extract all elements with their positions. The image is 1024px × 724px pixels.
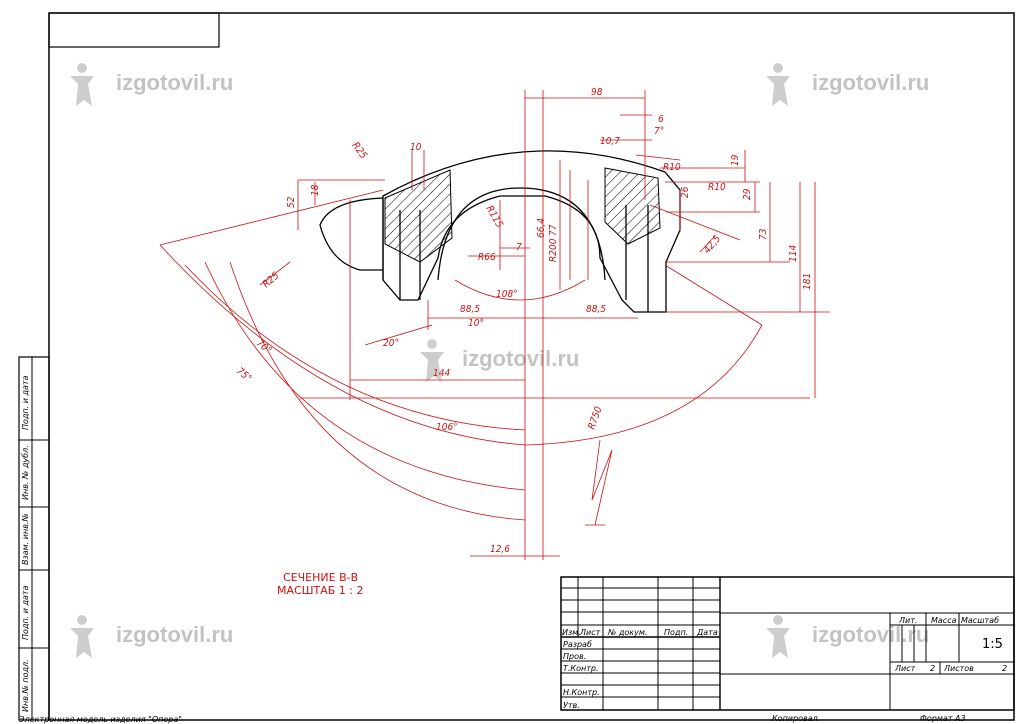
dim-r10b: R10 [708, 182, 726, 193]
dim-r750: R750 [586, 405, 604, 431]
hdr-list: Лист [579, 628, 601, 637]
dim-75deg: 75° [234, 366, 253, 385]
dim-r115: R115 [483, 204, 504, 230]
dimension-lines [159, 90, 830, 560]
side-label-4: Подп. и дата [21, 585, 30, 640]
arc-r750 [159, 244, 763, 446]
right-hatched-region [604, 167, 661, 245]
side-label-3: Взам. инв.№ [21, 513, 30, 565]
dim-r25b: R25 [261, 270, 282, 290]
dim-18: 18 [310, 184, 321, 196]
side-label-2: Инв. № дубл. [21, 445, 30, 500]
watermark-logo-icon [766, 63, 790, 106]
dim-106deg: 106° [436, 422, 458, 433]
hdr-masshtab: Масштаб [961, 616, 999, 625]
dim-r25a: R25 [350, 140, 369, 161]
dim-7: 7 [516, 242, 522, 253]
watermark-logo-icon [70, 63, 94, 106]
watermark-text: izgotovil.ru [812, 70, 929, 95]
dim-10deg: 10° [468, 318, 484, 329]
title-block-text: Изм. Лист № докум. Подп. Дата Разраб Про… [562, 616, 1007, 710]
hdr-podp: Подп. [664, 628, 688, 637]
scale-label: МАСШТАБ 1 : 2 [277, 584, 363, 597]
scale-value: 1:5 [982, 637, 1003, 652]
arc-75 [204, 261, 526, 491]
dim-26: 26 [680, 186, 691, 198]
arc-108 [454, 279, 586, 301]
dim-42-5: 42,5 [702, 233, 723, 256]
dim-88-5b: 88,5 [586, 304, 606, 315]
dim-20deg: 20° [383, 338, 399, 349]
footer-copied: Копировал [772, 714, 818, 723]
dim-88-5a: 88,5 [460, 304, 480, 315]
dim-77: 77 [548, 224, 559, 236]
dim-10: 10 [410, 142, 422, 153]
side-label-5: Инв.№ подл. [21, 659, 30, 712]
hdr-data: Дата [696, 628, 718, 637]
dim-73: 73 [758, 228, 769, 240]
footer-model-label: Электронная модель изделия "Опора" [18, 715, 182, 724]
left-hatched-region [384, 169, 453, 263]
watermark-text: izgotovil.ru [116, 622, 233, 647]
watermark-logo-icon [70, 615, 94, 658]
watermarks: izgotovil.ru izgotovil.ru izgotovil.ru i… [70, 63, 929, 658]
watermark-logo-icon [766, 615, 790, 658]
row-tkontr: Т.Контр. [563, 664, 599, 673]
dim-98: 98 [591, 87, 603, 98]
row-razrab: Разраб [563, 640, 592, 649]
section-hatching [384, 167, 661, 263]
side-label-1: Подп. и дата [21, 375, 30, 430]
row-prov: Пров. [563, 652, 586, 661]
watermark-text: izgotovil.ru [116, 70, 233, 95]
hdr-izm: Изм. [562, 628, 581, 637]
dim-12-6: 12,6 [490, 544, 510, 555]
dim-66-4: 66,4 [536, 218, 547, 238]
dim-7deg: 7° [654, 126, 664, 137]
section-title: СЕЧЕНИЕ В-В [283, 571, 358, 584]
dim-29: 29 [742, 188, 753, 200]
part-left-lug [319, 197, 384, 271]
dim-19: 19 [730, 154, 741, 166]
dim-r10a: R10 [663, 162, 681, 173]
watermark-text: izgotovil.ru [462, 346, 579, 371]
dim-108deg: 108° [496, 289, 518, 300]
dim-181: 181 [802, 273, 813, 290]
arc-70 [229, 261, 526, 521]
list-value: 2 [930, 664, 935, 673]
listov-value: 2 [1002, 664, 1007, 673]
dim-6: 6 [658, 114, 664, 125]
dim-10-7: 10,7 [600, 136, 620, 147]
side-stamp: Подп. и дата Инв. № дубл. Взам. инв.№ По… [18, 356, 50, 721]
footer-format: Формат А3 [920, 714, 966, 723]
watermark-logo-icon [420, 339, 444, 382]
dim-144: 144 [433, 368, 450, 379]
dimension-labels: 98 6 7° 10,7 R10 R10 19 26 29 73 114 181… [234, 87, 813, 555]
dim-114: 114 [788, 245, 799, 262]
part-inner-arch [437, 187, 606, 281]
row-nkontr: Н.Контр. [563, 688, 600, 697]
row-utv: Утв. [563, 701, 580, 710]
hdr-doc: № докум. [607, 628, 647, 637]
top-left-stamp [48, 12, 220, 48]
list-label: Лист [894, 664, 916, 673]
watermark-text: izgotovil.ru [812, 622, 929, 647]
hdr-massa: Масса [931, 616, 957, 625]
arc-106 [184, 264, 526, 431]
title-block [560, 576, 1015, 711]
hdr-lit: Лит. [898, 616, 917, 625]
dim-r66: R66 [478, 252, 496, 263]
dim-52: 52 [286, 196, 297, 208]
dim-r200: R200 [548, 238, 559, 262]
listov-label: Листов [943, 664, 974, 673]
